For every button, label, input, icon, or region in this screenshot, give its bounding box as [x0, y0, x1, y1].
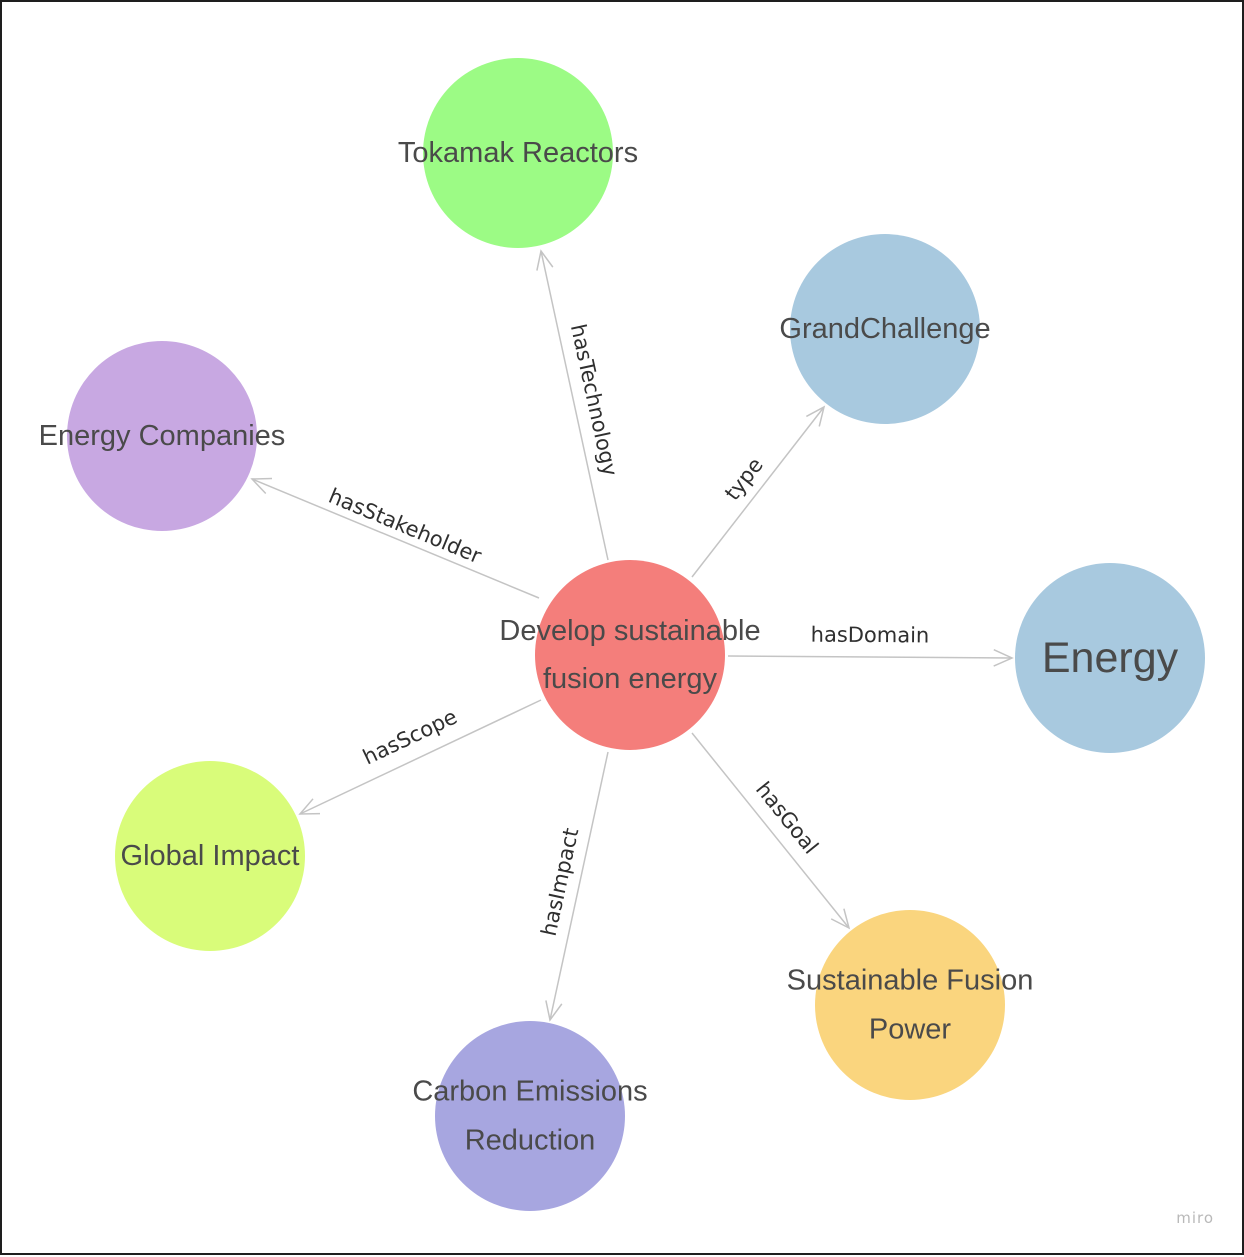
node-label: Energy: [1042, 634, 1179, 682]
edges-layer: [250, 249, 1014, 1022]
node-circle[interactable]: [435, 1021, 625, 1211]
edge-hasImpact[interactable]: [545, 751, 609, 1022]
edge-label-type: type: [720, 453, 768, 505]
edge-label-hasTechnology: hasTechnology: [566, 322, 622, 478]
node-circle[interactable]: [115, 761, 305, 951]
arrowhead-icon: [536, 249, 554, 271]
edge-label-hasStakeholder: hasStakeholder: [325, 484, 485, 569]
node-circle[interactable]: [423, 58, 613, 248]
node-energy-companies[interactable]: Energy Companies: [39, 341, 286, 531]
edge-label-hasImpact: hasImpact: [537, 826, 584, 938]
edge-line[interactable]: [299, 699, 542, 815]
edge-hasStakeholder[interactable]: [250, 477, 540, 599]
edge-label-hasGoal: hasGoal: [751, 777, 823, 858]
node-label: Sustainable Fusion: [787, 965, 1034, 997]
arrowhead-icon: [993, 649, 1014, 667]
node-label: Global Impact: [121, 840, 300, 872]
node-circle[interactable]: [67, 341, 257, 531]
node-tokamak[interactable]: Tokamak Reactors: [398, 58, 638, 248]
node-label: Reduction: [465, 1125, 596, 1157]
node-label: Tokamak Reactors: [398, 137, 638, 169]
node-label: Carbon Emissions: [412, 1076, 647, 1108]
node-grandchallenge[interactable]: GrandChallenge: [779, 234, 991, 424]
node-label: Energy Companies: [39, 420, 286, 452]
arrowhead-icon: [545, 1000, 563, 1022]
edge-hasTechnology[interactable]: [536, 249, 609, 561]
edge-line[interactable]: [691, 406, 825, 578]
node-circle[interactable]: [815, 910, 1005, 1100]
arrowhead-icon: [250, 477, 273, 495]
edge-line[interactable]: [549, 751, 609, 1021]
nodes-layer: Develop sustainable fusion energy Tokamak …: [39, 58, 1205, 1211]
node-circle[interactable]: [1015, 563, 1205, 753]
edge-type[interactable]: [691, 405, 826, 578]
node-circle[interactable]: [790, 234, 980, 424]
edge-label-hasScope: hasScope: [359, 705, 461, 770]
node-label: GrandChallenge: [779, 313, 990, 345]
arrowhead-icon: [830, 908, 851, 930]
edge-hasDomain[interactable]: [727, 649, 1014, 667]
node-circle[interactable]: [535, 560, 725, 750]
node-label: fusion energy: [543, 663, 718, 695]
arrowhead-icon: [298, 798, 321, 815]
arrowhead-icon: [806, 405, 826, 427]
node-global-impact[interactable]: Global Impact: [115, 761, 305, 951]
node-label: Develop sustainable: [499, 615, 760, 647]
edge-label-hasDomain: hasDomain: [811, 623, 930, 648]
edge-hasGoal[interactable]: [691, 732, 851, 930]
miro-watermark: miro: [1176, 1209, 1214, 1227]
edge-line[interactable]: [251, 478, 540, 599]
edge-hasScope[interactable]: [298, 699, 542, 815]
edge-line[interactable]: [691, 732, 850, 929]
node-energy[interactable]: Energy: [1015, 563, 1205, 753]
node-label: Power: [869, 1014, 952, 1046]
edge-line[interactable]: [540, 250, 609, 561]
edge-line[interactable]: [727, 655, 1013, 659]
node-center[interactable]: Develop sustainable fusion energy: [499, 560, 761, 750]
